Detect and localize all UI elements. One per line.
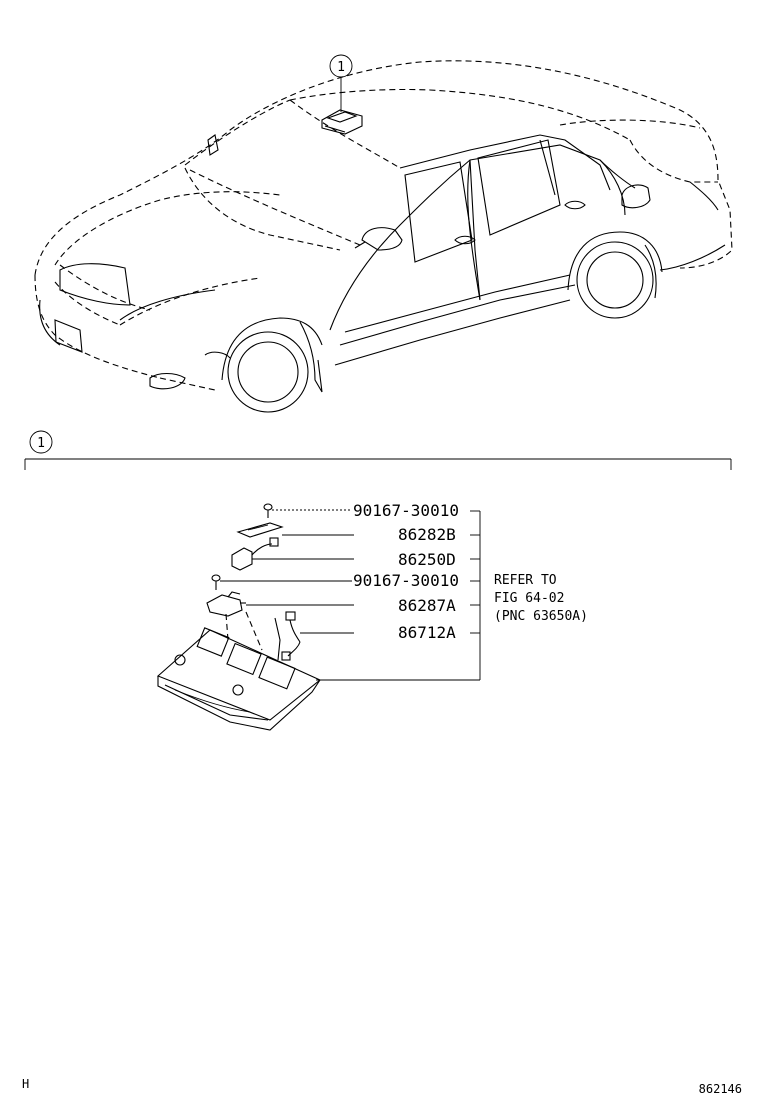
footer-figure-code: 862146 xyxy=(699,1082,742,1096)
reference-note-line: REFER TO xyxy=(494,573,557,588)
screw-icon xyxy=(211,574,221,590)
part-number-label[interactable]: 86250D xyxy=(398,550,456,569)
lamp-housing-icon xyxy=(156,627,322,731)
exploded-parts xyxy=(156,503,481,731)
screw-icon xyxy=(263,503,273,518)
wire-harness-icon xyxy=(274,611,301,661)
callout-number: 1 xyxy=(337,60,345,75)
part-number-label[interactable]: 86712A xyxy=(398,623,456,642)
footer-left-code: H xyxy=(22,1077,29,1091)
lens-plate-icon xyxy=(236,522,284,538)
bracket-icon xyxy=(206,591,246,617)
section-number: 1 xyxy=(37,436,45,451)
part-number-label[interactable]: 90167-30010 xyxy=(353,571,459,590)
reference-note-line: (PNC 63650A) xyxy=(494,609,588,624)
car-illustration xyxy=(34,54,733,413)
part-number-label[interactable]: 86287A xyxy=(398,596,456,615)
part-number-label[interactable]: 90167-30010 xyxy=(353,501,459,520)
reference-note-line: FIG 64-02 xyxy=(494,591,564,606)
part-number-label[interactable]: 86282B xyxy=(398,525,456,544)
section-header xyxy=(24,430,732,470)
socket-icon xyxy=(231,537,279,571)
